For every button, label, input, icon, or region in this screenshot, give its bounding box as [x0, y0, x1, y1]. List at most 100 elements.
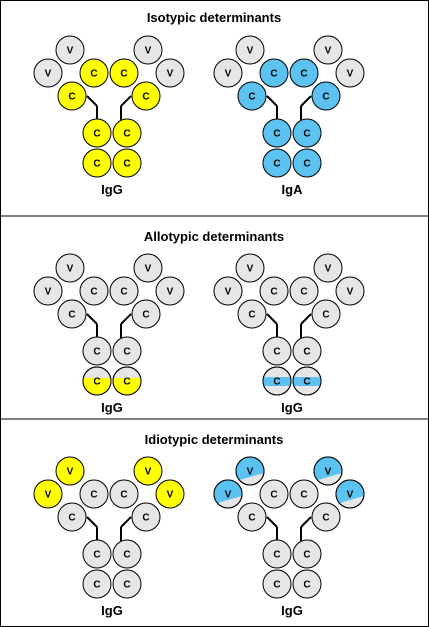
- domain-label: C: [123, 377, 130, 388]
- constant-domain-ch1: C: [131, 299, 161, 329]
- hinge-line: [266, 313, 278, 325]
- domain-label: C: [120, 69, 127, 80]
- domain-label: V: [247, 467, 254, 478]
- hinge-line: [120, 313, 132, 325]
- determinant-band: [314, 457, 342, 481]
- constant-domain-ch1: C: [57, 299, 87, 329]
- domain-label: C: [68, 310, 75, 321]
- constant-domain-ch3: C: [82, 148, 112, 178]
- determinant-band: [83, 378, 111, 395]
- constant-domain-ch3: C: [112, 569, 142, 599]
- variable-domain-light: V: [33, 276, 63, 306]
- variable-domain-heavy: V: [55, 253, 85, 283]
- domain-label: C: [93, 377, 100, 388]
- domain-label: C: [273, 377, 280, 388]
- constant-domain-ch3: C: [262, 148, 292, 178]
- constant-domain-ch3: C: [292, 148, 322, 178]
- constant-domain-light: C: [259, 58, 289, 88]
- variable-domain-heavy: V: [313, 253, 343, 283]
- variable-domain-heavy: V: [235, 456, 265, 486]
- domain-label: V: [67, 264, 74, 275]
- domain-label: V: [325, 264, 332, 275]
- domain-label: C: [90, 287, 97, 298]
- constant-domain-light: C: [289, 58, 319, 88]
- variable-domain-light: V: [155, 276, 185, 306]
- domain-label: C: [322, 92, 329, 103]
- panel-title: Idiotypic determinants: [145, 432, 284, 447]
- domain-label: V: [145, 467, 152, 478]
- panel-title: Allotypic determinants: [144, 229, 284, 244]
- domain-label: C: [142, 92, 149, 103]
- domain-label: V: [225, 69, 232, 80]
- domain-label: C: [68, 513, 75, 524]
- domain-label: V: [325, 467, 332, 478]
- variable-domain-heavy: V: [235, 253, 265, 283]
- hinge-line: [266, 516, 278, 528]
- domain-label: C: [248, 513, 255, 524]
- hinge-line: [86, 313, 98, 325]
- domain-label: V: [145, 46, 152, 57]
- domain-label: C: [273, 159, 280, 170]
- domain-label: C: [123, 550, 130, 561]
- constant-domain-ch3: C: [82, 569, 112, 599]
- variable-domain-heavy: V: [133, 456, 163, 486]
- constant-domain-ch3: C: [262, 366, 292, 396]
- constant-domain-ch3: C: [292, 366, 322, 396]
- constant-domain-light: C: [109, 479, 139, 509]
- domain-label: C: [120, 287, 127, 298]
- constant-domain-ch1: C: [237, 81, 267, 111]
- domain-label: V: [167, 69, 174, 80]
- constant-domain-ch1: C: [311, 299, 341, 329]
- domain-label: C: [322, 310, 329, 321]
- domain-label: C: [300, 287, 307, 298]
- constant-domain-ch1: C: [131, 502, 161, 532]
- constant-domain-ch1: C: [311, 81, 341, 111]
- constant-domain-ch2: C: [262, 118, 292, 148]
- domain-label: C: [273, 347, 280, 358]
- variable-domain-light: V: [213, 276, 243, 306]
- constant-domain-ch3: C: [262, 569, 292, 599]
- domain-label: C: [142, 513, 149, 524]
- domain-label: C: [90, 490, 97, 501]
- constant-domain-ch1: C: [237, 502, 267, 532]
- domain-label: C: [273, 580, 280, 591]
- variable-domain-light: V: [335, 479, 365, 509]
- domain-label: C: [303, 129, 310, 140]
- domain-label: V: [67, 467, 74, 478]
- domain-label: V: [347, 287, 354, 298]
- constant-domain-light: C: [289, 479, 319, 509]
- variable-domain-heavy: V: [235, 35, 265, 65]
- domain-label: C: [300, 490, 307, 501]
- variable-domain-light: V: [335, 276, 365, 306]
- determinant-band: [113, 378, 141, 395]
- constant-domain-light: C: [79, 276, 109, 306]
- constant-domain-light: C: [79, 479, 109, 509]
- antibody-class-label: IgA: [282, 182, 304, 197]
- constant-domain-light: C: [109, 276, 139, 306]
- constant-domain-light: C: [259, 479, 289, 509]
- domain-label: C: [303, 377, 310, 388]
- constant-domain-ch2: C: [82, 336, 112, 366]
- determinant-band: [263, 377, 291, 386]
- variable-domain-heavy: V: [55, 456, 85, 486]
- hinge-line: [300, 313, 312, 325]
- hinge-line: [120, 95, 132, 107]
- domain-label: V: [45, 287, 52, 298]
- variable-domain-light: V: [213, 58, 243, 88]
- variable-domain-light: V: [213, 479, 243, 509]
- variable-domain-heavy: V: [313, 456, 343, 486]
- constant-domain-ch2: C: [82, 539, 112, 569]
- constant-domain-ch3: C: [82, 366, 112, 396]
- hinge-line: [266, 95, 278, 107]
- domain-label: C: [90, 69, 97, 80]
- determinant-band: [336, 480, 364, 504]
- constant-domain-ch1: C: [57, 81, 87, 111]
- constant-domain-ch1: C: [237, 299, 267, 329]
